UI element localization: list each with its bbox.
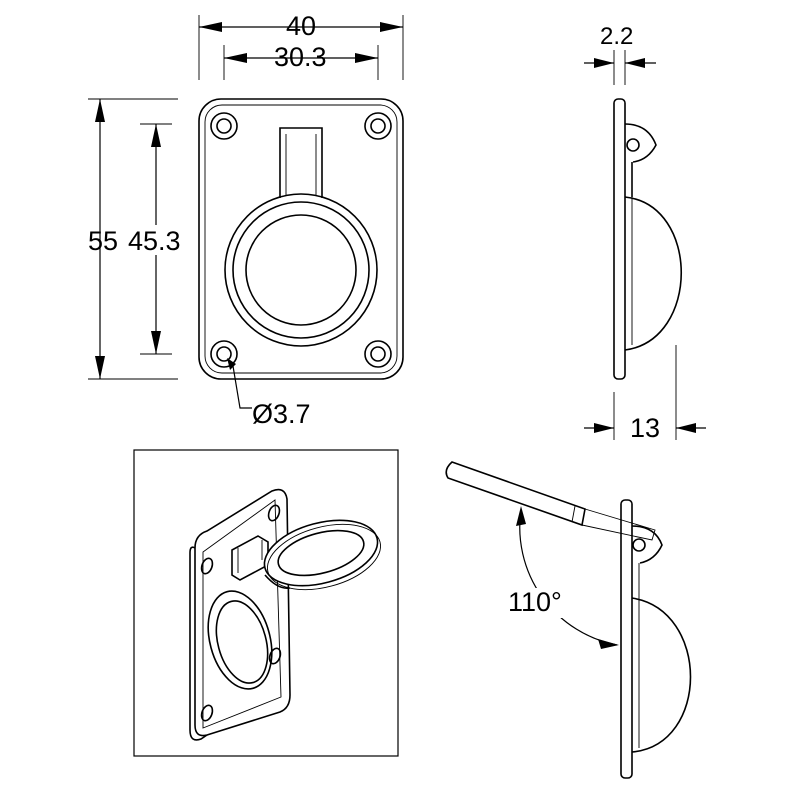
side-view-closed [613, 98, 682, 380]
ring-recess-outer [224, 193, 378, 347]
plate-thickness-label: 2.2 [600, 23, 633, 50]
overall-height-label: 55 [88, 226, 118, 256]
overall-width-label: 40 [286, 11, 316, 41]
hinge-slot [279, 127, 323, 198]
side-hinge-pin [626, 138, 640, 152]
hole-leader-line [232, 365, 252, 409]
mounting-plate [198, 98, 404, 380]
side-hinge-lug [624, 123, 657, 163]
hole-spacing-width-label: 30.3 [274, 42, 327, 72]
side-cup [624, 196, 682, 351]
ring-recess-inner-rim [232, 201, 370, 339]
iso-ring-inner [277, 529, 365, 577]
open-hinge-pin [632, 538, 646, 552]
side-view-open [445, 461, 692, 779]
dim-opening-angle: 110° [505, 506, 619, 649]
front-view: Ø3.7 [198, 98, 404, 429]
hole-spacing-height-label: 45.3 [128, 226, 181, 256]
open-side-plate [620, 499, 633, 779]
hole-diameter-label: Ø3.7 [252, 399, 311, 429]
open-ring-arm [445, 461, 586, 527]
dim-overall-width: 40 [198, 11, 404, 80]
iso-plate [194, 488, 291, 737]
depth-label: 13 [630, 413, 660, 443]
opening-angle-label: 110° [508, 587, 562, 617]
screw-hole-bottom-left [210, 340, 238, 368]
side-plate [613, 98, 626, 380]
dim-plate-thickness: 2.2 [584, 23, 656, 85]
screw-hole-top-right [364, 112, 392, 140]
dim-depth: 13 [584, 345, 706, 443]
open-hinge-lug [631, 525, 663, 564]
iso-recess-outer [207, 590, 273, 690]
dim-hole-spacing-height: 45.3 [125, 123, 195, 355]
dim-overall-height: 55 [88, 98, 178, 380]
isometric-frame [133, 449, 399, 757]
dim-hole-spacing-width: 30.3 [223, 42, 379, 80]
screw-hole-bottom-right [364, 340, 392, 368]
isometric-view [133, 449, 399, 757]
ring-recess-bore [245, 214, 357, 326]
open-cup [631, 597, 692, 753]
iso-recess-inner [215, 600, 269, 684]
screw-hole-top-left [210, 112, 238, 140]
mounting-plate-inner-edge [204, 104, 398, 374]
